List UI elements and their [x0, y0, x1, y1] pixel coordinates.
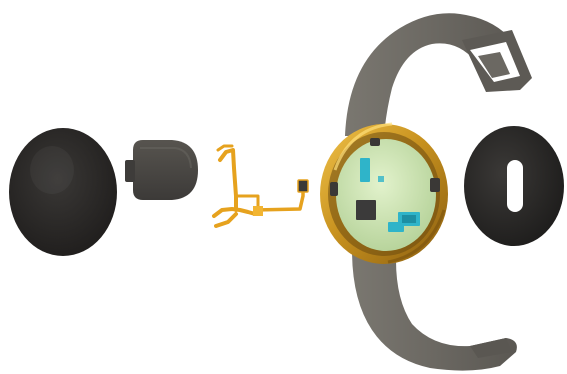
flex-circuit: [214, 146, 308, 226]
back-plate-with-slot: [464, 126, 564, 246]
battery: [125, 140, 198, 200]
front-cover-disc: [9, 128, 117, 256]
watch-case-with-board: [320, 124, 448, 264]
